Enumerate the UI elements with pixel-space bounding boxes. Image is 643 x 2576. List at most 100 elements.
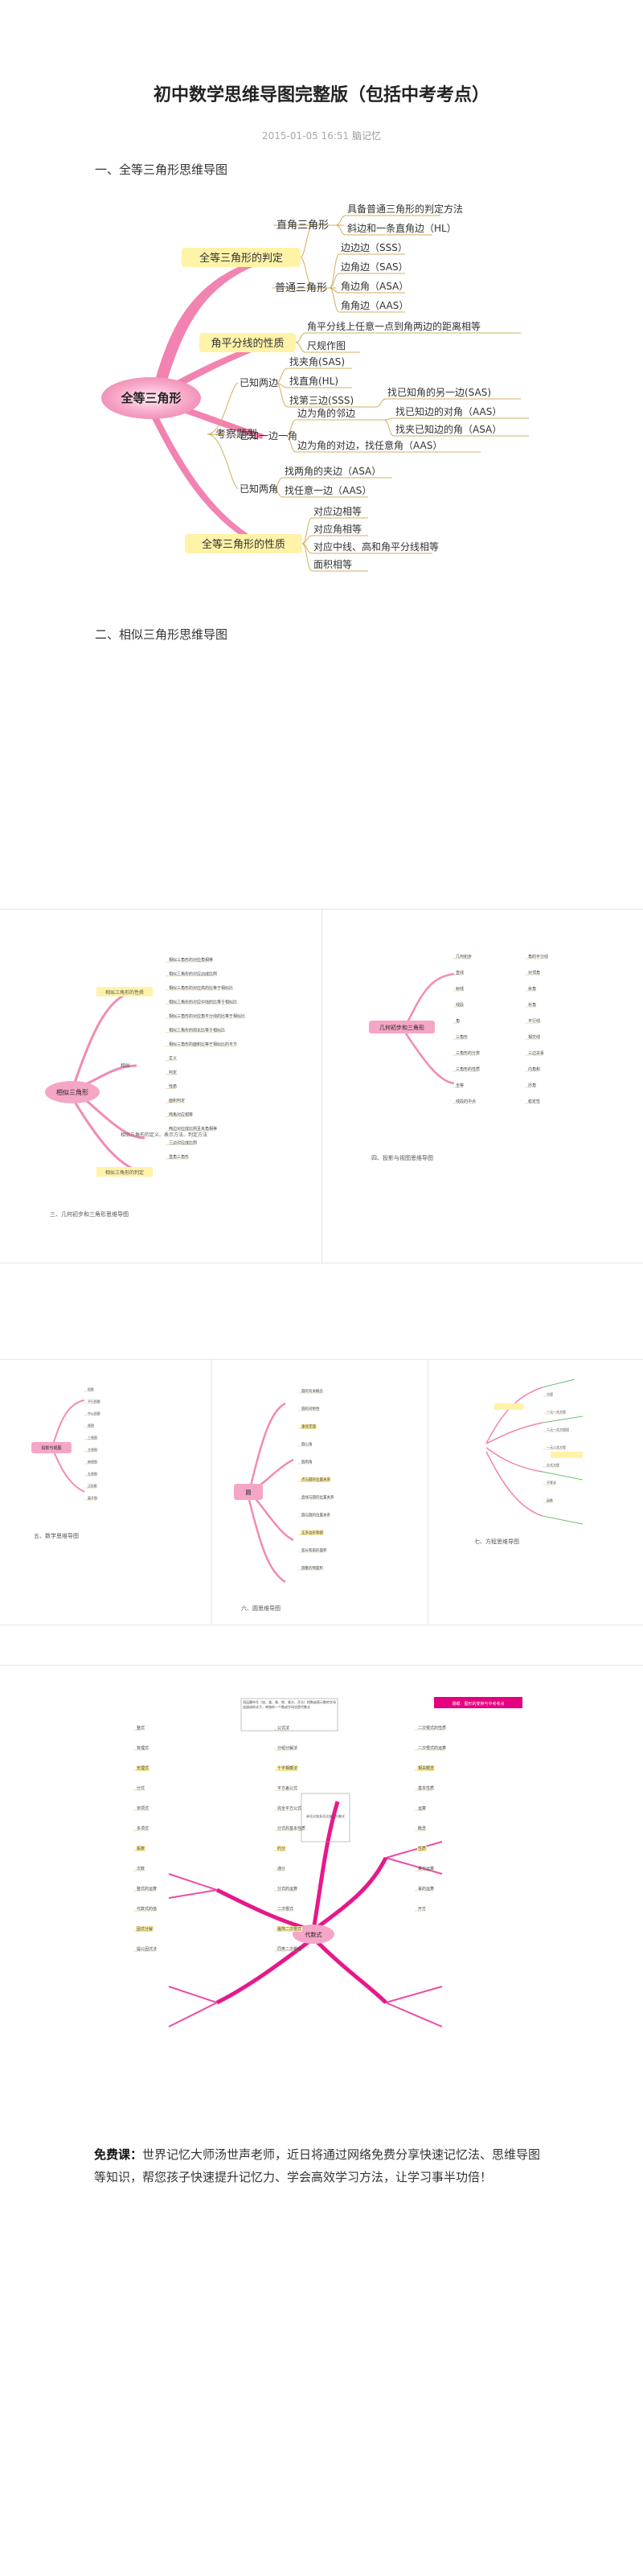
leaf-label: 一元一次方程 <box>547 1409 566 1414</box>
similar-triangle-mindmap: 相似三角形 相似三角形的性质 相似 相似三角形的定义、表示方法、判定方法 相似三… <box>45 957 245 1177</box>
leaf-label: 内角和 <box>528 1066 540 1072</box>
bisector-node <box>199 333 296 352</box>
leaf-highlight <box>276 1926 302 1932</box>
leaf-label: 面积判定 <box>169 1098 185 1103</box>
leaf-label: 全等 <box>456 1083 464 1088</box>
leaf-label: 三边对应成比例 <box>169 1140 197 1146</box>
leaf-highlight <box>276 1846 286 1851</box>
leaf-label: 二次根式的性质 <box>418 1725 446 1731</box>
divider <box>211 1359 212 1625</box>
find-sas: 找夹角(SAS) <box>289 356 345 368</box>
leaf-label: 对顶角 <box>528 970 540 976</box>
panel-f-side: 单项式和多项式统称为整式 <box>306 1814 345 1818</box>
panel-c-root-label: 投影与视图 <box>41 1445 61 1451</box>
leaf-label: 点与圆的位置关系 <box>301 1477 330 1482</box>
leaf-label: 圆心角 <box>301 1441 313 1447</box>
panel-b-leaves: 几何初步直线射线线段角三角形三角形的分类三角形的性质全等线段的中点角的平分线对顶… <box>453 954 548 1104</box>
exam-label: 考察题型 <box>215 429 257 441</box>
section1-heading: 一、全等三角形思维导图 <box>95 162 228 177</box>
panel-d-root <box>234 1484 263 1500</box>
leaf-label: 性质 <box>169 1084 177 1090</box>
algebraic-expression-mindmap: 代数式 单项式和多项式统称为整式 题眼：图形的变换与中考考点 用运算符号（加、减… <box>133 1697 522 2028</box>
leaf-label: 性质 <box>418 1846 426 1851</box>
adj-a3: 找夹已知边的角（ASA） <box>395 423 502 435</box>
article-title: 初中数学思维导图完整版（包括中考考点） <box>153 85 489 105</box>
panel-d-leaves: 圆的有关概念圆的对称性垂径定理圆心角圆周角点与圆的位置关系直线与圆的位置关系圆与… <box>298 1388 334 1571</box>
panel-f-root <box>293 1925 334 1944</box>
leaf-label: 外角 <box>528 1083 536 1088</box>
leaf-label: 同类二次根式 <box>277 1946 301 1952</box>
leaf-label: 完全平方公式 <box>277 1806 301 1811</box>
leaf-label: 开方 <box>418 1906 426 1912</box>
footer-label: 免费课： <box>94 2147 143 2162</box>
leaf-label: 圆的对称性 <box>301 1406 320 1411</box>
leaf-highlight <box>276 1765 298 1771</box>
section2-heading: 二、相似三角形思维导图 <box>95 627 228 642</box>
normal-triangle-label: 普通三角形 <box>275 282 327 294</box>
leaf-label: 分式的基本性质 <box>277 1826 305 1831</box>
panel-a-n4-label: 相似三角形的判定 <box>105 1169 144 1176</box>
prop-4: 面积相等 <box>313 559 352 570</box>
panel-a-root-label: 相似三角形 <box>56 1088 88 1096</box>
leaf-label: 射线 <box>456 986 464 992</box>
bisector-label: 角平分线的性质 <box>211 337 284 350</box>
leaf-label: 正多边形和圆 <box>301 1530 323 1535</box>
known-side-angle: 已知一边一角 <box>240 430 297 442</box>
props-label: 全等三角形的性质 <box>202 538 285 551</box>
leaf-label: 整式 <box>137 1725 145 1731</box>
leaf-label: 平行线 <box>528 1018 540 1024</box>
leaf-label: 稳定性 <box>528 1099 540 1104</box>
right-triangle-label: 直角三角形 <box>276 220 329 232</box>
leaf-label: 主视图 <box>88 1447 97 1452</box>
leaf-label: 十字相乘法 <box>277 1765 297 1771</box>
aas-label: 角角边（AAS） <box>341 300 408 311</box>
panel-f-root-label: 代数式 <box>305 1931 322 1938</box>
leaf-highlight <box>301 1477 331 1482</box>
leaf-label: 三边关系 <box>528 1050 544 1056</box>
prop-1: 对应边相等 <box>313 505 362 517</box>
leaf-label: 通分 <box>277 1866 285 1871</box>
leaf-label: 三角形的性质 <box>456 1066 480 1072</box>
category-link[interactable]: 脑记忆 <box>351 130 381 142</box>
panel-d-caption: 六、圆思维导图 <box>241 1605 281 1612</box>
leaf-label: 余角 <box>528 986 536 992</box>
leaf-label: 单项式 <box>137 1806 149 1811</box>
leaf-label: 相似三角形的对应边成比例 <box>169 972 217 977</box>
leaf-label: 相似三角形的面积比等于相似比的平方 <box>169 1041 237 1047</box>
panel-d-root-label: 圆 <box>246 1489 252 1496</box>
panel-c-caption: 五、数学思维导图 <box>34 1533 79 1539</box>
leaf-label: 乘方运算 <box>418 1866 434 1871</box>
known-two-angles: 已知两角 <box>240 483 278 495</box>
leaf-label: 整式的运算 <box>137 1886 157 1892</box>
leaf-highlight <box>136 1846 145 1851</box>
leaf-label: 概念 <box>418 1826 426 1831</box>
leaf-highlight <box>417 1765 435 1771</box>
panel-a-n4 <box>96 1167 153 1177</box>
divider <box>0 1359 643 1360</box>
sas-label: 边角边（SAS） <box>341 261 408 273</box>
leaf-label: 直线与圆的位置关系 <box>301 1494 334 1500</box>
congruent-triangle-mindmap: 全等三角形 全等三角形的判定 角平分线的性质 考察题型 全等三角形的性质 <box>101 203 529 572</box>
leaf-label: 系数 <box>137 1846 145 1851</box>
panel-f-tag <box>434 1697 522 1708</box>
find-sss: 找第三边(SSS) <box>289 395 354 406</box>
adj-a2: 找已知边的对角（AAS） <box>395 405 502 417</box>
article-meta: 2015-01-05 16:51 脑记忆 <box>0 129 643 142</box>
leaf-label: 提公因式法 <box>137 1946 157 1952</box>
publish-date: 2015-01-05 16:51 <box>262 130 350 142</box>
prop-2: 对应角相等 <box>313 523 362 535</box>
leaf-label: 函数 <box>547 1498 553 1502</box>
leaf-label: 垂径定理 <box>301 1424 316 1429</box>
leaf-label: 相似三角形的对应角相等 <box>169 957 213 963</box>
geometry-basics-mindmap: 几何初步和三角形 几何初步直线射线线段角三角形三角形的分类三角形的性质全等线段的… <box>369 954 548 1104</box>
leaf-label: 幂的运算 <box>418 1886 434 1892</box>
leaf-label: 直线 <box>456 970 464 976</box>
opp-angle: 边为角的对边，找任意角（AAS） <box>297 439 442 451</box>
panel-e-caption: 七、方程思维导图 <box>474 1539 519 1545</box>
leaf-label: 分式的运算 <box>277 1886 297 1892</box>
ruler-label: 尺规作图 <box>307 339 346 351</box>
leaf-label: 运算 <box>418 1806 426 1811</box>
panel-a-caption: 三、几何初步和三角形思维导图 <box>50 1211 129 1218</box>
divider <box>0 1665 643 1666</box>
